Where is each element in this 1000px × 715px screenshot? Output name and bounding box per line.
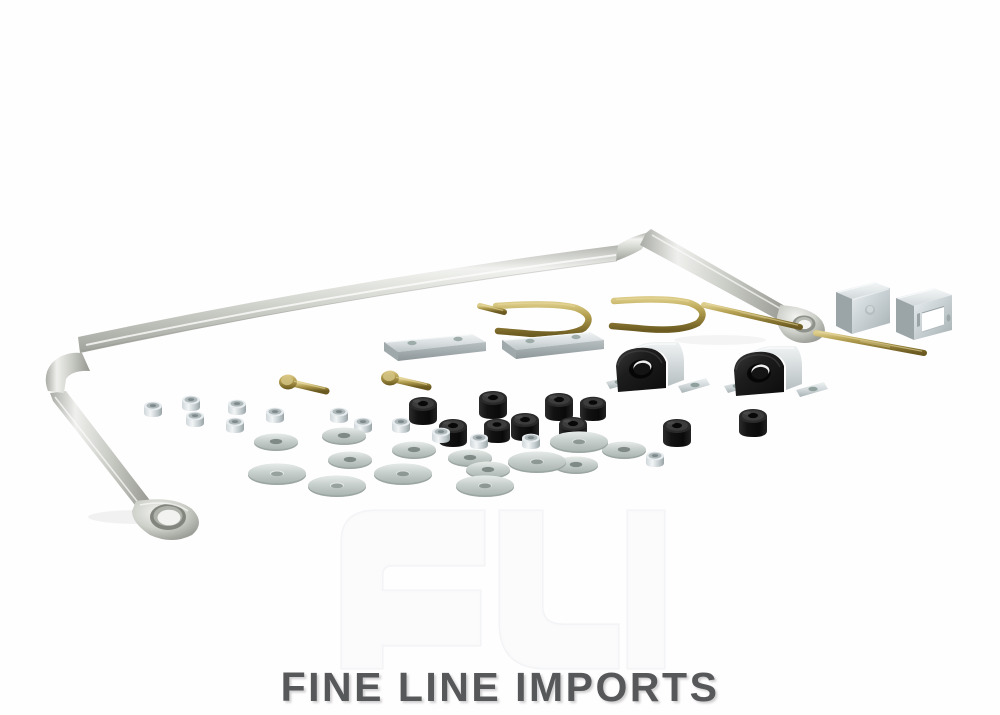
nyloc-nut-11 bbox=[466, 430, 492, 452]
large-washer-2 bbox=[306, 474, 368, 498]
nyloc-nut-5 bbox=[222, 414, 248, 436]
nyloc-nut-6 bbox=[262, 404, 288, 426]
small-washer-1 bbox=[252, 432, 300, 452]
link-bushing-5 bbox=[540, 388, 580, 426]
threaded-rod-3 bbox=[477, 302, 508, 328]
watermark-brand-text: FINE LINE IMPORTS bbox=[280, 664, 720, 710]
hex-bolt-2 bbox=[378, 368, 434, 394]
link-bushing-3 bbox=[474, 386, 514, 424]
link-bushing-8 bbox=[734, 404, 774, 442]
nyloc-nut-4 bbox=[224, 396, 250, 418]
small-washer-6 bbox=[464, 460, 512, 480]
large-washer-5 bbox=[506, 450, 568, 474]
nyloc-nut-9 bbox=[388, 414, 414, 436]
link-bushing-10 bbox=[480, 414, 516, 448]
link-bushing-4 bbox=[506, 408, 546, 446]
d-bushing-mount-2 bbox=[722, 340, 834, 402]
large-washer-6 bbox=[548, 430, 610, 454]
flat-bar-plate-1 bbox=[380, 332, 490, 370]
nyloc-nut-12 bbox=[518, 430, 544, 452]
u-bolt-2 bbox=[608, 296, 718, 336]
small-washer-4 bbox=[390, 440, 438, 460]
small-washer-2 bbox=[320, 426, 368, 446]
large-washer-3 bbox=[372, 462, 434, 486]
nyloc-nut-3 bbox=[178, 392, 204, 414]
sway-bar bbox=[20, 225, 840, 540]
small-washer-8 bbox=[600, 440, 648, 460]
link-bushing-9 bbox=[576, 392, 612, 426]
nyloc-nut-7 bbox=[326, 404, 352, 426]
flat-bar-plate-2 bbox=[498, 330, 608, 368]
nyloc-nut-10 bbox=[428, 424, 454, 446]
u-bolt-1 bbox=[492, 300, 602, 340]
d-bushing-mount-1 bbox=[604, 336, 716, 398]
threaded-rod-2 bbox=[812, 328, 932, 360]
nyloc-nut-1 bbox=[140, 398, 166, 420]
square-bracket-2 bbox=[892, 286, 958, 348]
small-washer-3 bbox=[326, 450, 374, 470]
nyloc-nut-2 bbox=[182, 408, 208, 430]
link-bushing-1 bbox=[404, 392, 444, 430]
square-bracket-1 bbox=[830, 278, 896, 340]
nyloc-nut-14 bbox=[642, 448, 668, 470]
threaded-rod-1 bbox=[700, 300, 808, 334]
link-bushing-7 bbox=[658, 414, 698, 452]
hex-bolt-1 bbox=[276, 372, 332, 398]
large-washer-4 bbox=[454, 474, 516, 498]
large-washer-1 bbox=[246, 462, 308, 486]
